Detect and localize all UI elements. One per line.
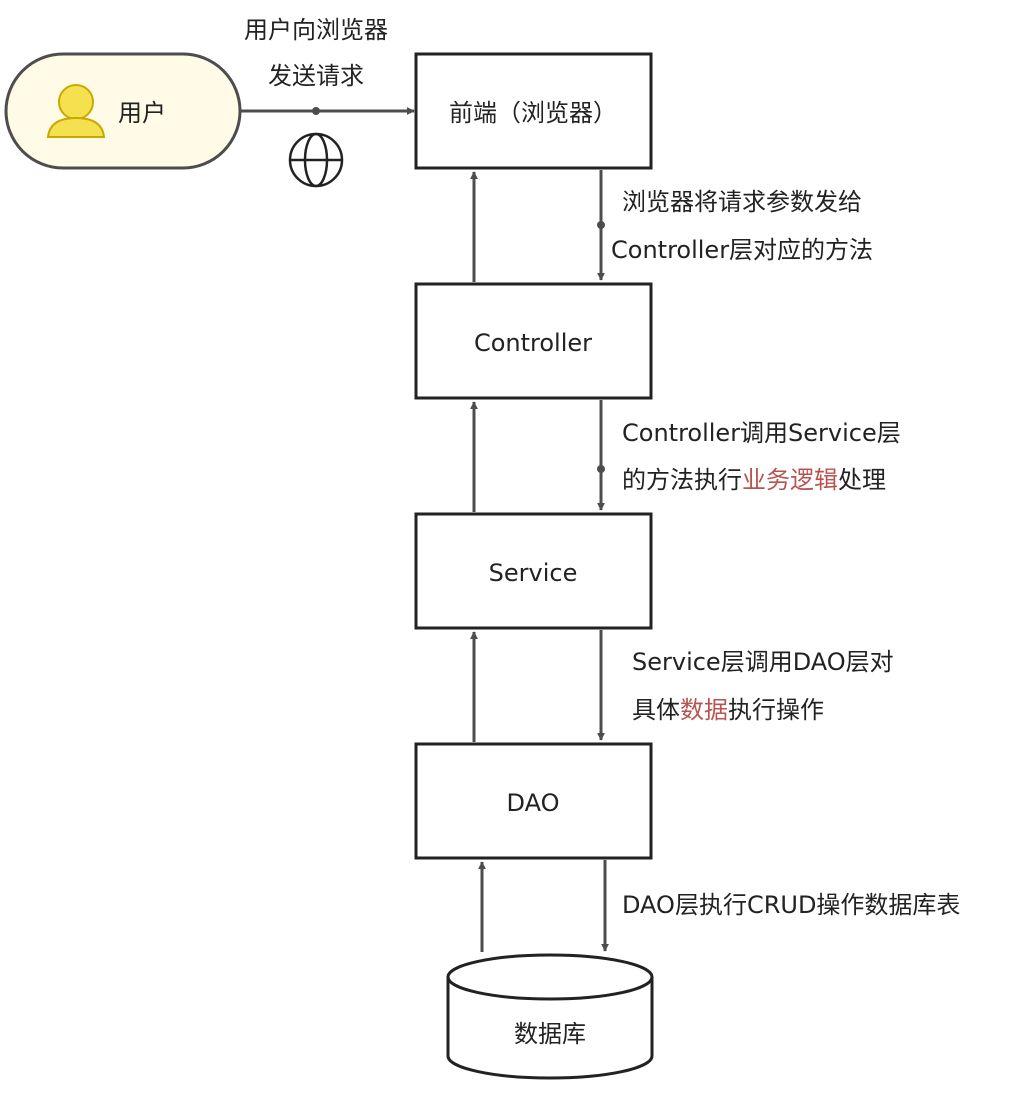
user-icon (46, 84, 106, 138)
user-node: 用户 (4, 52, 242, 170)
edge-label-text: 处理 (838, 466, 886, 494)
edge-label-text: 执行操作 (728, 696, 824, 724)
frontend-label: 前端（浏览器） (449, 99, 617, 127)
user-label: 用户 (118, 99, 166, 127)
edge-dot (312, 107, 320, 115)
edge-dot (597, 221, 605, 229)
database-node: 数据库 (446, 953, 654, 1080)
edge-frontend-to-controller: 浏览器将请求参数发给 Controller层对应的方法 (597, 170, 873, 281)
edge-label-line1: Controller调用Service层 (622, 419, 901, 447)
edge-service-to-dao: Service层调用DAO层对 具体数据执行操作 (597, 630, 894, 741)
service-box (414, 512, 653, 630)
edge-label-line2: 具体数据执行操作 (632, 696, 824, 724)
edge-label-line2: 的方法执行业务逻辑处理 (622, 466, 886, 494)
edge-user-to-frontend: 用户向浏览器 发送请求 (240, 16, 415, 188)
edge-label-line2: Controller层对应的方法 (611, 236, 873, 264)
edge-label-line1: Service层调用DAO层对 (632, 648, 894, 676)
dao-box (414, 742, 653, 860)
edge-label-text: 具体 (632, 696, 680, 724)
edge-dot (597, 465, 605, 473)
dao-label: DAO (507, 789, 560, 817)
edge-label-line1: DAO层执行CRUD操作数据库表 (622, 891, 960, 919)
controller-label: Controller (474, 329, 592, 357)
edge-controller-to-service: Controller调用Service层 的方法执行业务逻辑处理 (597, 400, 901, 511)
edge-label-line1: 浏览器将请求参数发给 (622, 188, 862, 216)
edge-dao-to-database: DAO层执行CRUD操作数据库表 (601, 860, 960, 952)
database-cylinder-body (446, 977, 654, 1080)
edge-label-text: 的方法执行 (622, 466, 742, 494)
controller-node: Controller (414, 282, 653, 400)
highlight-business-logic: 业务逻辑 (742, 466, 838, 494)
edge-label-line1: 用户向浏览器 (244, 16, 388, 44)
frontend-box (414, 52, 653, 170)
edge-label-line2: 发送请求 (268, 62, 364, 90)
database-cylinder-top (446, 953, 654, 1001)
globe-icon (288, 132, 344, 188)
frontend-node: 前端（浏览器） (414, 52, 653, 170)
service-node: Service (414, 512, 653, 630)
dao-node: DAO (414, 742, 653, 860)
database-label: 数据库 (514, 1020, 586, 1048)
highlight-data: 数据 (680, 696, 728, 724)
service-label: Service (489, 559, 578, 587)
controller-box (414, 282, 653, 400)
